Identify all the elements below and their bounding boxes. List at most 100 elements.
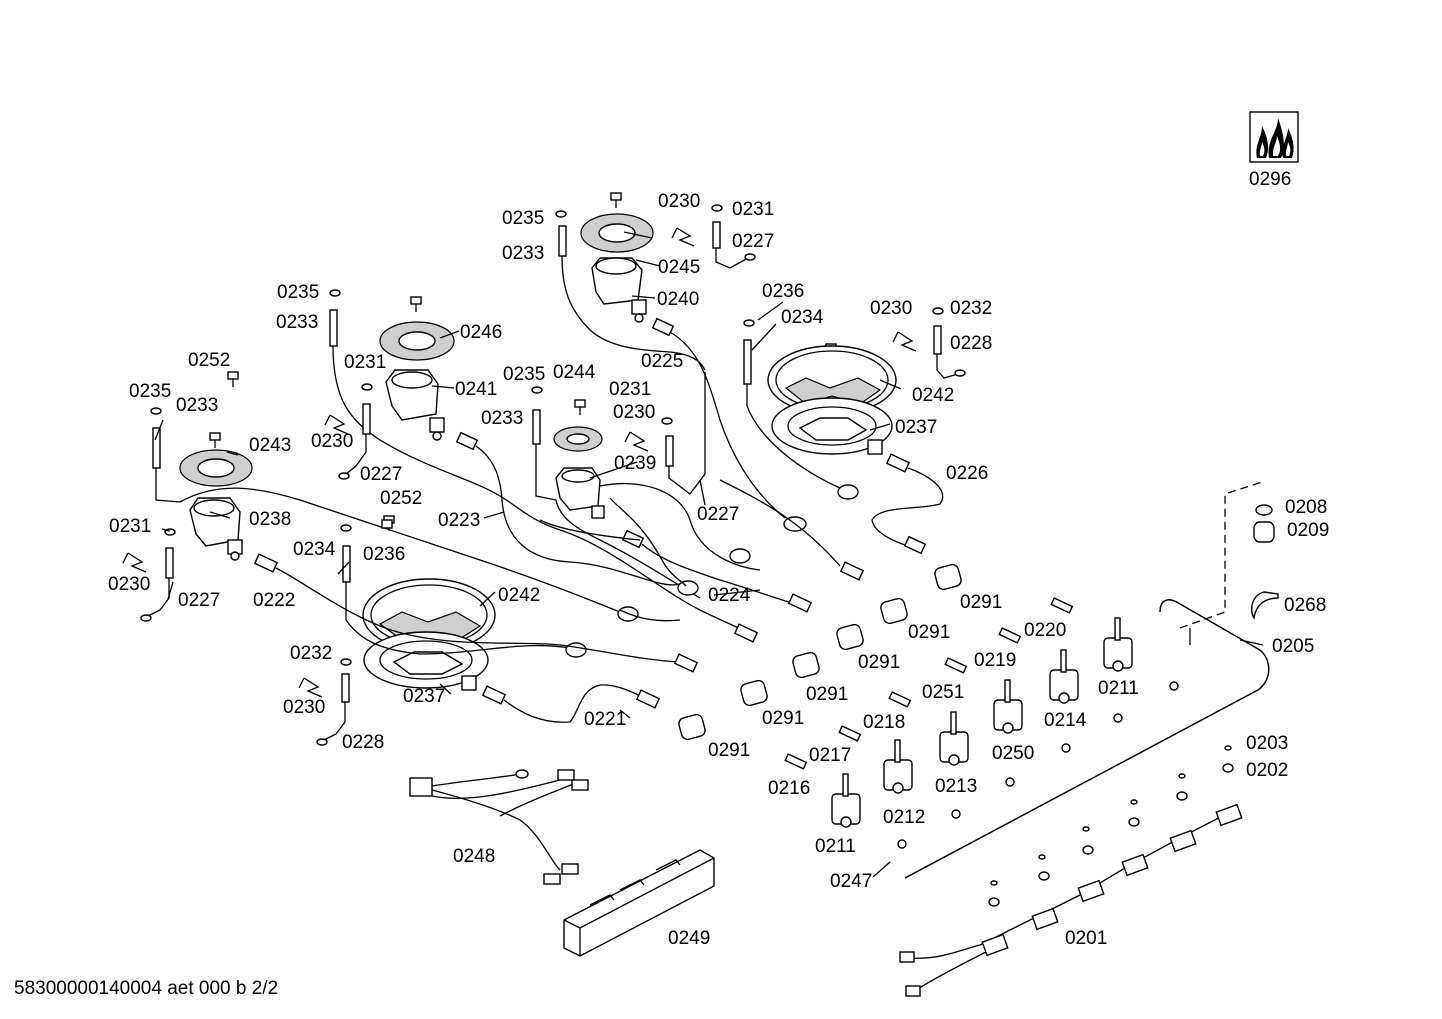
part-labels: 0296 0230 0231 0227 0235 0233 0245 0240 … xyxy=(108,169,1329,949)
clip-icon xyxy=(298,677,323,698)
screw-icon xyxy=(381,519,393,529)
washer-icon xyxy=(361,383,373,391)
label-0230: 0230 xyxy=(283,697,325,718)
pipe-0226 xyxy=(871,453,944,555)
burner-rear-left xyxy=(324,289,751,635)
label-0239: 0239 xyxy=(614,453,656,474)
label-0205: 0205 xyxy=(1272,636,1314,657)
label-0222: 0222 xyxy=(253,590,295,611)
label-0227: 0227 xyxy=(697,504,739,525)
washer-icon xyxy=(340,524,352,532)
washer-icon xyxy=(661,417,673,425)
label-0234: 0234 xyxy=(293,539,336,560)
valve-icon xyxy=(831,773,861,828)
label-0220: 0220 xyxy=(1024,620,1066,641)
washer-icon xyxy=(150,407,162,415)
label-0231: 0231 xyxy=(609,379,651,400)
wok-burner-rear-right xyxy=(743,307,966,500)
electrode-icon xyxy=(338,403,371,480)
label-0235: 0235 xyxy=(129,381,171,402)
label-0209: 0209 xyxy=(1287,520,1329,541)
label-0208: 0208 xyxy=(1285,497,1327,518)
label-0211: 0211 xyxy=(815,836,856,857)
label-0268: 0268 xyxy=(1284,595,1326,616)
label-0291: 0291 xyxy=(762,708,804,729)
washer-icon xyxy=(988,745,1234,907)
label-0291: 0291 xyxy=(858,652,900,673)
label-0202: 0202 xyxy=(1246,760,1288,781)
washer-icon xyxy=(711,204,723,212)
label-0212: 0212 xyxy=(883,807,925,828)
valve-icon xyxy=(883,739,913,794)
washer-icon xyxy=(897,681,1179,849)
document-reference: 58300000140004 aet 000 b 2/2 xyxy=(14,978,279,999)
label-0242: 0242 xyxy=(498,585,540,606)
pipe-center-misc xyxy=(539,479,865,643)
washer-icon xyxy=(743,319,755,327)
burner-middle xyxy=(531,372,706,599)
label-0237: 0237 xyxy=(895,417,937,438)
flame-symbol-icon xyxy=(1249,111,1299,163)
label-0296: 0296 xyxy=(1249,169,1291,190)
burner-body-icon xyxy=(385,369,445,441)
washer-icon xyxy=(531,386,543,394)
label-0230: 0230 xyxy=(613,402,655,423)
label-0233: 0233 xyxy=(276,312,318,333)
label-0250: 0250 xyxy=(992,743,1034,764)
nozzle-0291 xyxy=(678,563,962,741)
label-0219: 0219 xyxy=(974,650,1016,671)
label-0230: 0230 xyxy=(108,574,150,595)
label-0211: 0211 xyxy=(1098,678,1139,699)
electrode-icon xyxy=(933,325,966,379)
label-0238: 0238 xyxy=(249,509,291,530)
label-0225: 0225 xyxy=(641,351,683,372)
label-0291: 0291 xyxy=(806,684,848,705)
thermocouple-icon xyxy=(558,225,706,371)
label-0227: 0227 xyxy=(360,464,402,485)
label-0232: 0232 xyxy=(950,298,992,319)
ignition-harness xyxy=(899,745,1243,997)
screw-icon xyxy=(227,371,239,387)
label-0234: 0234 xyxy=(781,307,824,328)
screw-icon xyxy=(610,192,622,208)
label-0236: 0236 xyxy=(762,281,804,302)
label-0231: 0231 xyxy=(109,516,151,537)
electrode-icon xyxy=(316,673,350,746)
label-0243: 0243 xyxy=(249,435,291,456)
label-0227: 0227 xyxy=(732,231,774,252)
clip-icon xyxy=(892,331,917,352)
label-0228: 0228 xyxy=(342,732,384,753)
label-0235: 0235 xyxy=(502,208,544,229)
label-0242: 0242 xyxy=(912,385,954,406)
label-0230: 0230 xyxy=(658,191,700,212)
burner-body-icon xyxy=(555,467,605,519)
label-0230: 0230 xyxy=(311,431,353,452)
injector-icon xyxy=(784,597,1074,770)
label-0240: 0240 xyxy=(657,289,699,310)
clip-icon xyxy=(324,414,349,435)
label-0246: 0246 xyxy=(460,322,502,343)
washer-icon xyxy=(932,307,944,315)
seal-icon xyxy=(1255,504,1273,516)
clip-icon xyxy=(624,431,649,452)
label-0231: 0231 xyxy=(732,199,774,220)
connector-icon xyxy=(1253,521,1275,543)
label-0245: 0245 xyxy=(658,257,700,278)
label-0248: 0248 xyxy=(453,846,495,867)
valve-icon xyxy=(993,679,1023,734)
burner-body-icon xyxy=(189,497,243,561)
electrode-icon xyxy=(712,221,756,269)
label-0233: 0233 xyxy=(481,408,523,429)
label-0223: 0223 xyxy=(438,510,480,531)
label-0216: 0216 xyxy=(768,778,810,799)
gas-pipes xyxy=(253,317,962,741)
screw-icon xyxy=(209,432,221,448)
washer-icon xyxy=(340,658,352,666)
electrode-icon xyxy=(140,547,174,622)
label-0227: 0227 xyxy=(178,590,220,611)
label-0291: 0291 xyxy=(908,622,950,643)
valve-icon xyxy=(1103,617,1133,672)
label-0226: 0226 xyxy=(946,463,988,484)
label-0233: 0233 xyxy=(502,243,544,264)
label-0252: 0252 xyxy=(188,350,230,371)
